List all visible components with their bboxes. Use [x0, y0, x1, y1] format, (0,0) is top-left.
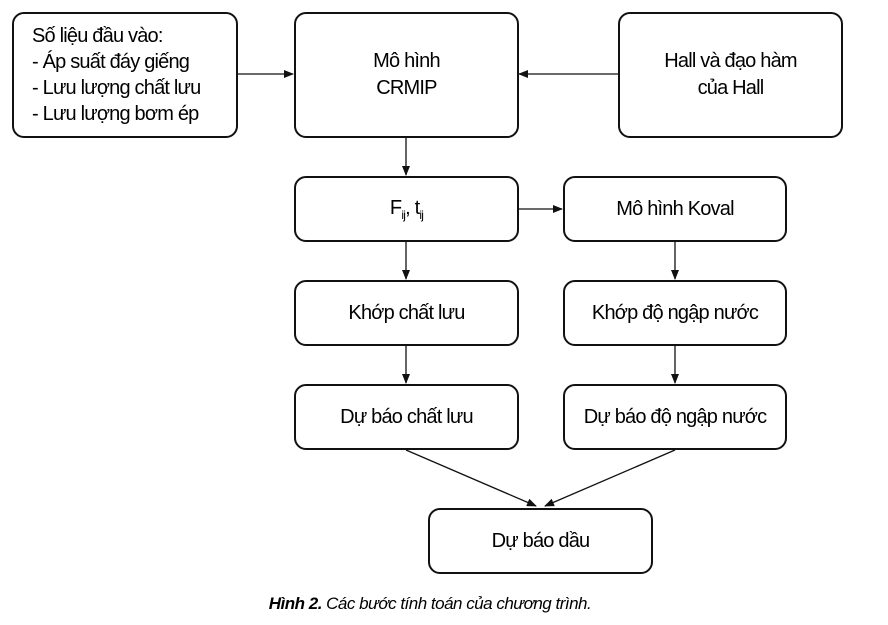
input-data-box: Số liệu đầu vào: - Áp suất đáy giếng - L…	[12, 12, 238, 138]
caption-text: Các bước tính toán của chương trình.	[321, 594, 592, 613]
water-match-box: Khớp độ ngập nước	[563, 280, 787, 346]
input-item: - Áp suất đáy giếng	[32, 51, 190, 73]
oil-forecast-box: Dự báo dầu	[428, 508, 653, 574]
hall-line2: của Hall	[697, 77, 765, 99]
water-match-label: Khớp độ ngập nước	[591, 301, 759, 324]
t-subscript: ij	[419, 207, 424, 222]
koval-label: Mô hình Koval	[616, 197, 734, 220]
arrow-water-forecast-to-oil	[544, 449, 676, 507]
fluid-forecast-box: Dự báo chất lưu	[294, 384, 519, 450]
crmip-line2: CRMIP	[376, 77, 437, 99]
fluid-match-box: Khớp chất lưu	[294, 280, 519, 346]
caption-label: Hình 2.	[268, 594, 323, 613]
f-symbol: F	[389, 196, 402, 219]
t-symbol: t	[414, 196, 421, 219]
fluid-match-label: Khớp chất lưu	[348, 301, 465, 324]
fij-tij-box: Fij, tij	[294, 176, 519, 242]
f-subscript: ij	[401, 207, 406, 222]
input-item: - Lưu lượng chất lưu	[32, 77, 201, 99]
crmip-model-box: Mô hình CRMIP	[294, 12, 519, 138]
water-forecast-box: Dự báo độ ngập nước	[563, 384, 787, 450]
fluid-forecast-label: Dự báo chất lưu	[340, 405, 473, 428]
arrow-fluid-forecast-to-oil	[405, 449, 537, 507]
water-forecast-label: Dự báo độ ngập nước	[583, 405, 767, 428]
hall-line1: Hall và đạo hàm	[664, 50, 797, 72]
koval-model-box: Mô hình Koval	[563, 176, 787, 242]
hall-box: Hall và đạo hàm của Hall	[618, 12, 843, 138]
separator: ,	[405, 196, 415, 219]
input-title: Số liệu đầu vào:	[32, 25, 163, 47]
input-item: - Lưu lượng bơm ép	[32, 103, 199, 125]
oil-forecast-label: Dự báo dầu	[491, 529, 590, 552]
crmip-line1: Mô hình	[373, 50, 440, 72]
figure-caption: Hình 2. Các bước tính toán của chương tr…	[0, 594, 860, 614]
